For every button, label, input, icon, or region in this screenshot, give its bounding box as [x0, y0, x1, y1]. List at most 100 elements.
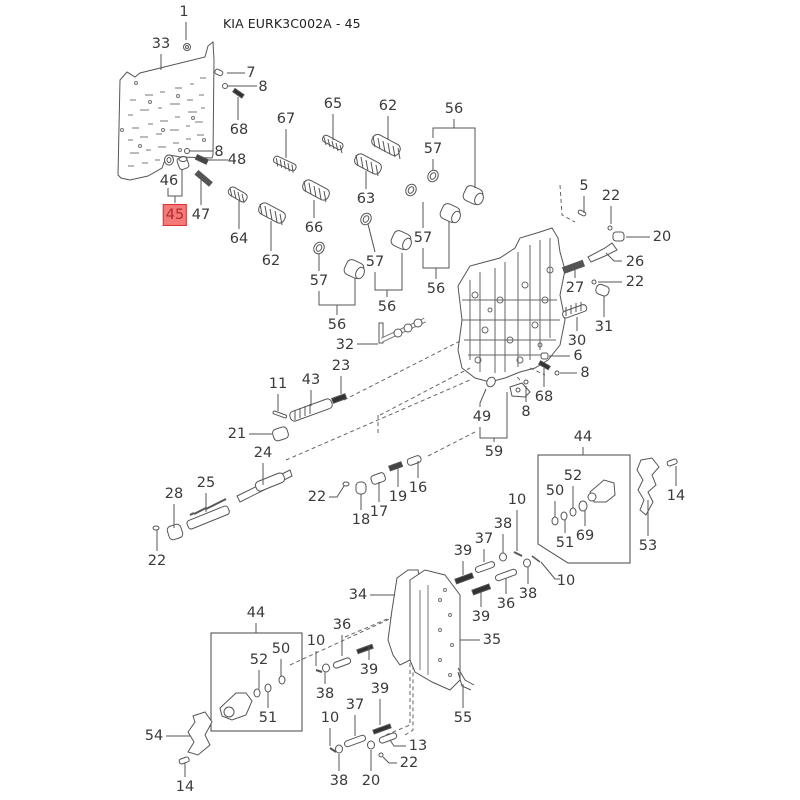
spring-27[interactable]: [563, 260, 585, 273]
ring-51-a[interactable]: [561, 512, 567, 520]
ring-57-d[interactable]: [312, 240, 327, 255]
valve-26[interactable]: [588, 243, 617, 262]
callout-label[interactable]: 33: [151, 36, 171, 52]
callout-label[interactable]: 32: [335, 337, 355, 353]
plug-18[interactable]: [356, 482, 366, 494]
ring-50-b[interactable]: [279, 676, 285, 684]
callout-label[interactable]: 22: [307, 489, 327, 505]
valve-13[interactable]: [379, 732, 398, 744]
callout-label[interactable]: 28: [164, 486, 184, 502]
callout-label[interactable]: 25: [196, 475, 216, 491]
ball-22-c[interactable]: [153, 526, 159, 530]
callout-label[interactable]: 62: [261, 253, 281, 269]
bracket-54[interactable]: [188, 712, 212, 755]
pin-10-d[interactable]: [330, 748, 336, 752]
callout-label[interactable]: 39: [359, 662, 379, 678]
pin-10-c[interactable]: [316, 670, 322, 672]
solenoid-69[interactable]: [588, 480, 615, 502]
valve-body-upper[interactable]: [458, 228, 565, 382]
valve-36-b[interactable]: [333, 657, 352, 669]
callout-label[interactable]: 38: [493, 516, 513, 532]
spring-39-c[interactable]: [357, 644, 373, 653]
ring-52-a[interactable]: [570, 508, 576, 516]
callout-label[interactable]: 10: [556, 573, 576, 589]
callout-label[interactable]: 57: [423, 141, 443, 157]
callout-label[interactable]: 57: [413, 230, 433, 246]
ball-8-lower[interactable]: [524, 380, 528, 384]
valve-24[interactable]: [237, 470, 292, 502]
plug-45[interactable]: [176, 156, 190, 171]
ball-22-d[interactable]: [343, 482, 349, 486]
callout-label[interactable]: 21: [227, 426, 247, 442]
ball-22-b[interactable]: [592, 280, 596, 284]
callout-label[interactable]: 19: [388, 489, 408, 505]
callout-label[interactable]: 39: [370, 681, 390, 697]
callout-label[interactable]: 20: [652, 229, 672, 245]
plug-38-d[interactable]: [336, 745, 343, 753]
callout-label[interactable]: 44: [246, 605, 266, 621]
ball-8-left[interactable]: [185, 149, 190, 154]
callout-label[interactable]: 10: [320, 710, 340, 726]
spring-68-right[interactable]: [539, 361, 551, 370]
spring-48[interactable]: [195, 155, 208, 165]
plug-28[interactable]: [166, 523, 184, 541]
plug-38-c[interactable]: [323, 664, 330, 672]
callout-label[interactable]: 66: [304, 220, 324, 236]
plug-20-b[interactable]: [368, 741, 375, 749]
callout-label[interactable]: 22: [601, 188, 621, 204]
spring-39-d[interactable]: [373, 724, 391, 734]
spring-68-top[interactable]: [233, 88, 244, 98]
spring-47[interactable]: [195, 171, 212, 186]
ring-51-b[interactable]: [265, 684, 271, 692]
callout-label[interactable]: 50: [271, 641, 291, 657]
callout-label[interactable]: 51: [555, 535, 575, 551]
callout-label[interactable]: 8: [214, 144, 224, 160]
callout-label[interactable]: 24: [253, 445, 273, 461]
callout-label[interactable]: 22: [147, 553, 167, 569]
plug-56-a[interactable]: [461, 184, 485, 206]
callout-label[interactable]: 49: [472, 409, 492, 425]
callout-label[interactable]: 34: [348, 587, 368, 603]
callout-label[interactable]: 47: [191, 207, 211, 223]
spring-39-b[interactable]: [472, 584, 491, 595]
callout-label[interactable]: 57: [365, 254, 385, 270]
plug-38-a[interactable]: [500, 553, 507, 561]
callout-label[interactable]: 17: [369, 504, 389, 520]
callout-label[interactable]: 38: [315, 686, 335, 702]
callout-label[interactable]: 8: [258, 79, 268, 95]
callout-label[interactable]: 36: [496, 596, 516, 612]
ball-22-e[interactable]: [379, 753, 383, 757]
ring-57-a[interactable]: [426, 168, 441, 183]
bolt-14-b[interactable]: [179, 756, 190, 764]
callout-label[interactable]: 39: [453, 543, 473, 559]
callout-label[interactable]: 63: [356, 191, 376, 207]
callout-label[interactable]: 53: [638, 538, 658, 554]
valve-16[interactable]: [406, 455, 422, 466]
ring-69-seal[interactable]: [579, 501, 587, 511]
callout-label[interactable]: 1: [179, 4, 189, 20]
callout-label[interactable]: 14: [666, 488, 686, 504]
bolt-14-a[interactable]: [667, 458, 678, 466]
callout-label[interactable]: 57: [309, 273, 329, 289]
callout-label[interactable]: 6: [573, 348, 583, 364]
valve-36-a[interactable]: [495, 568, 518, 581]
pin-10-a[interactable]: [514, 552, 522, 556]
callout-label[interactable]: 38: [329, 773, 349, 789]
callout-label[interactable]: 48: [227, 152, 247, 168]
plug-56-d[interactable]: [342, 258, 366, 280]
bracket-53[interactable]: [637, 458, 659, 515]
callout-label[interactable]: 50: [545, 483, 565, 499]
pin-5[interactable]: [578, 209, 587, 216]
plug-56-c[interactable]: [389, 229, 413, 251]
pin-10-b[interactable]: [532, 556, 540, 562]
callout-label[interactable]: 43: [301, 372, 321, 388]
callout-label[interactable]: 68: [534, 389, 554, 405]
ring-49[interactable]: [485, 376, 497, 389]
callout-label[interactable]: 11: [268, 376, 288, 392]
callout-label[interactable]: 56: [327, 317, 347, 333]
ball-8-top[interactable]: [223, 84, 228, 89]
callout-label[interactable]: 37: [474, 531, 494, 547]
callout-label[interactable]: 56: [426, 281, 446, 297]
callout-label[interactable]: 67: [276, 111, 296, 127]
callout-label[interactable]: 52: [563, 468, 583, 484]
